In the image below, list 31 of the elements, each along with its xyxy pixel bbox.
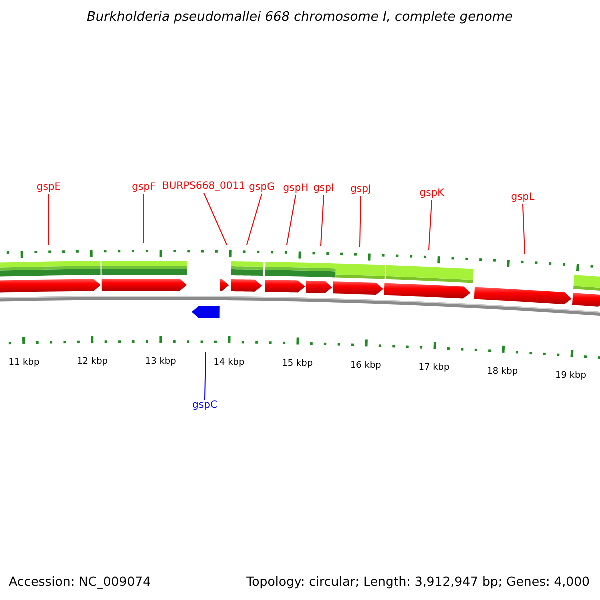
footer-text: Topology: circular; Length: 3,912,947 bp; Genes: 4,000 bbox=[246, 576, 590, 588]
gene-label: gspH bbox=[283, 184, 309, 194]
title: Burkholderia pseudomallei 668 chromosome I, complete genome bbox=[86, 11, 514, 24]
scale-label: 19 kbp bbox=[554, 372, 588, 382]
leader-line bbox=[286, 194, 296, 246]
gene-label: BURPS668_0011 bbox=[162, 182, 246, 192]
gene-label: gspL bbox=[511, 193, 535, 203]
scale-label: 17 kbp bbox=[418, 364, 451, 374]
scale-label: 16 kbp bbox=[349, 362, 382, 371]
scale-label: 14 kbp bbox=[212, 358, 246, 368]
scale-label: 18 kbp bbox=[486, 368, 520, 377]
leader-line bbox=[320, 194, 324, 246]
gene-label: gspJ bbox=[350, 185, 372, 195]
scale-label: 13 kbp bbox=[144, 358, 178, 367]
leader-line bbox=[204, 192, 228, 246]
gene-label: gspK bbox=[420, 189, 444, 199]
scale-label: 11 kbp bbox=[8, 359, 41, 368]
leader-line bbox=[360, 196, 362, 248]
leader-line bbox=[428, 200, 432, 250]
footer-text: Accession: NC_009074 bbox=[9, 576, 152, 588]
scale-label: 15 kbp bbox=[281, 360, 314, 369]
leader-line bbox=[522, 204, 526, 254]
gene-label: gspI bbox=[314, 184, 334, 194]
gene-label: gspE bbox=[36, 183, 62, 193]
leader-line bbox=[246, 194, 262, 246]
gene-label: gspF bbox=[132, 183, 156, 193]
scale-label: 12 kbp bbox=[76, 358, 110, 368]
leader-line bbox=[204, 352, 206, 400]
gene-label: gspC bbox=[192, 401, 218, 411]
gene-label: gspG bbox=[249, 183, 275, 193]
leader-line bbox=[48, 194, 50, 246]
